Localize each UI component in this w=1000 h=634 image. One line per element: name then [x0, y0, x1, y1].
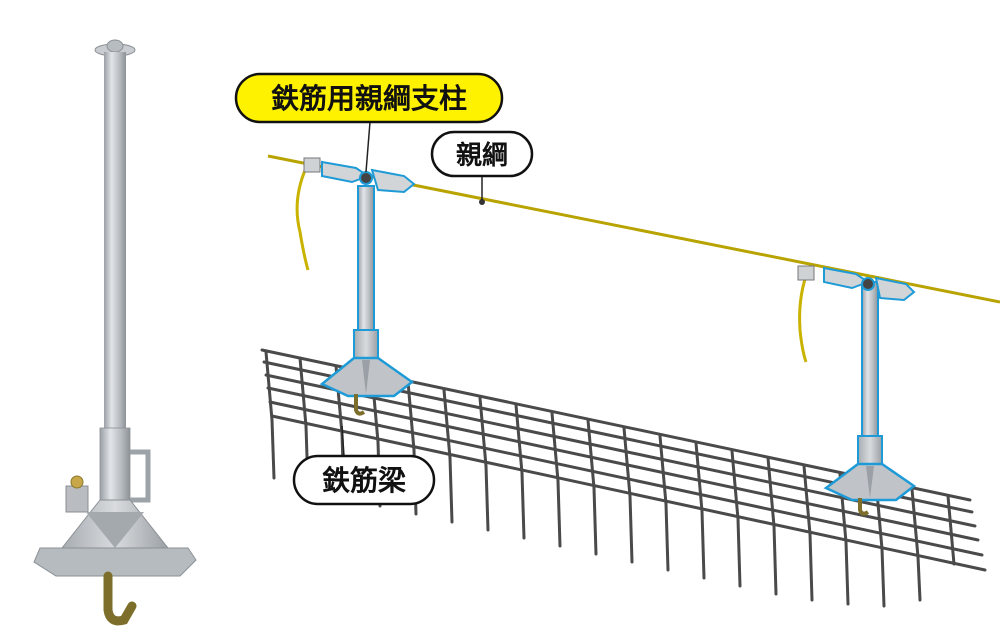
beam-callout: 鉄筋梁 [292, 454, 436, 506]
leader-lines [341, 121, 483, 457]
post-title-label: 鉄筋用親綱支柱 [271, 82, 467, 115]
rebar-beam [260, 348, 987, 608]
post-1 [303, 157, 416, 416]
carabiner-icon [823, 266, 916, 302]
product-post [33, 39, 197, 626]
post-title-callout: 鉄筋用親綱支柱 [234, 72, 504, 124]
beam-label: 鉄筋梁 [322, 464, 406, 497]
rope-callout: 親綱 [430, 130, 534, 178]
clamp-icon [321, 160, 416, 194]
hook-icon [103, 571, 137, 626]
rope-label: 親綱 [456, 140, 508, 171]
post-2 [797, 265, 917, 516]
